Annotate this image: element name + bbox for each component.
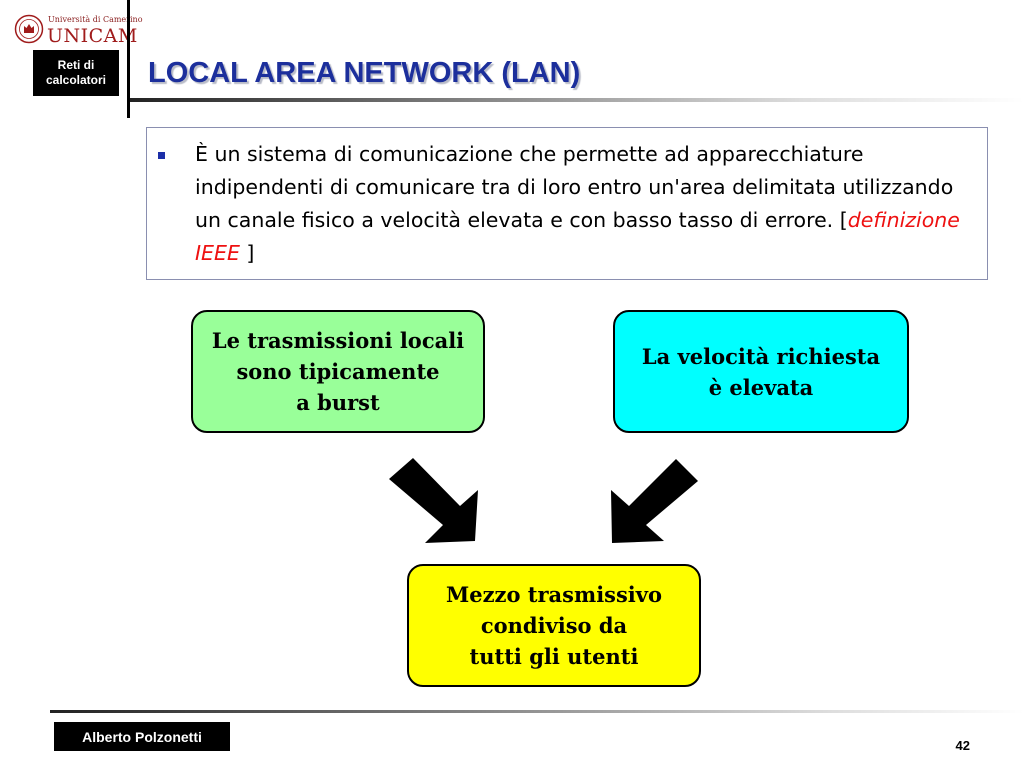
box-right-line-1: La velocità richiesta bbox=[641, 343, 881, 369]
definition-main-text: È un sistema di comunicazione che permet… bbox=[195, 142, 954, 232]
author-badge: Alberto Polzonetti bbox=[54, 722, 230, 751]
box-left-line-2: sono tipicamente bbox=[236, 359, 440, 384]
high-speed-box: La velocità richiesta è elevata bbox=[613, 310, 909, 433]
box-bottom-line-2: condiviso da bbox=[480, 613, 628, 638]
burst-transmission-box: Le trasmissioni locali sono tipicamente … bbox=[191, 310, 485, 433]
definition-text: È un sistema di comunicazione che permet… bbox=[195, 138, 975, 270]
shared-medium-box: Mezzo trasmissivo condiviso da tutti gli… bbox=[407, 564, 701, 687]
page-number: 42 bbox=[955, 738, 970, 753]
course-badge-line1: Reti di bbox=[57, 58, 95, 72]
footer-divider bbox=[50, 710, 1024, 713]
definition-suffix: ] bbox=[239, 241, 255, 265]
slide-title: LOCAL AREA NETWORK (LAN) bbox=[148, 57, 581, 89]
box-left-line-1: Le trasmissioni locali bbox=[211, 328, 465, 353]
arrow-down-right-icon bbox=[389, 458, 478, 543]
course-badge-line2: calcolatori bbox=[45, 73, 107, 87]
university-seal-icon bbox=[14, 14, 44, 44]
logo-subtitle: Università di Camerino bbox=[48, 15, 143, 24]
box-bottom-line-3: tutti gli utenti bbox=[469, 644, 639, 669]
bullet-square-icon bbox=[158, 152, 165, 159]
box-bottom-line-1: Mezzo trasmissivo bbox=[446, 582, 662, 607]
arrow-down-left-icon bbox=[611, 459, 698, 543]
logo-name: UNICAM bbox=[47, 25, 138, 47]
title-underline bbox=[130, 98, 1024, 102]
box-left-line-3: a burst bbox=[296, 390, 380, 415]
course-badge: Reti di calcolatori bbox=[33, 50, 119, 96]
definition-box: È un sistema di comunicazione che permet… bbox=[146, 127, 988, 280]
box-right-line-2: è elevata bbox=[708, 374, 814, 400]
university-logo: Università di Camerino UNICAM bbox=[14, 12, 143, 48]
definition-source: definizione IEEE bbox=[195, 208, 960, 265]
header-vertical-divider bbox=[127, 0, 130, 118]
